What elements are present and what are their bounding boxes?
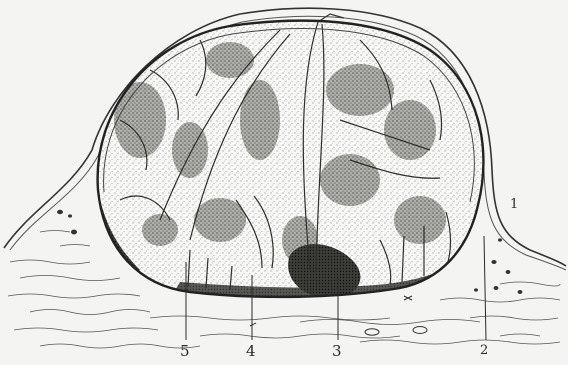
label-5: 5 <box>180 344 190 359</box>
label-3: 3 <box>332 344 342 359</box>
label-1: 1 <box>510 198 518 211</box>
label-4: 4 <box>246 344 256 359</box>
label-2: 2 <box>480 344 488 357</box>
